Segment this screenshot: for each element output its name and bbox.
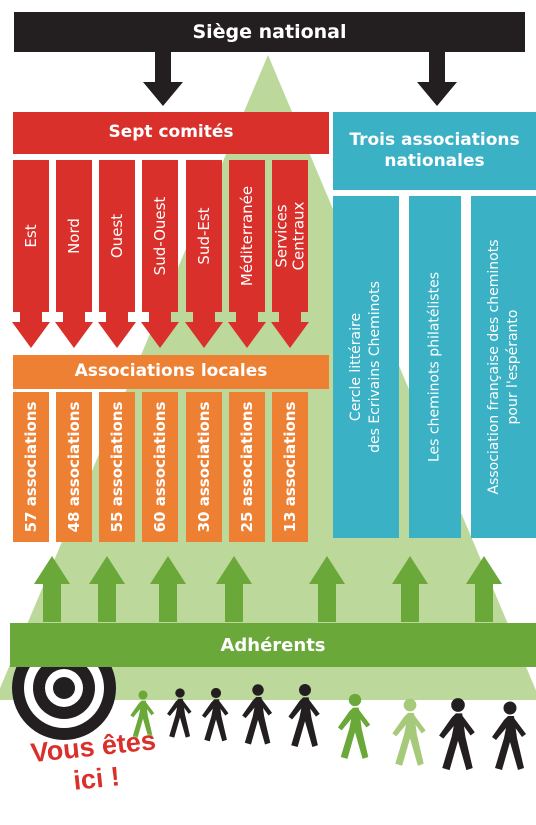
committee-arrows	[12, 310, 309, 348]
local-associations-title: Associations locales	[74, 361, 268, 382]
members-label: Adhérents	[220, 634, 326, 656]
up-arrow-icon	[466, 556, 502, 622]
headquarters-label: Siège national	[192, 21, 347, 43]
committees-header: Sept comités	[13, 112, 329, 154]
headquarters-arrows	[143, 52, 457, 106]
down-arrow-icon	[12, 310, 50, 348]
walking-person-icon	[439, 698, 475, 771]
local-association-column-label: 60 associations	[151, 401, 169, 533]
committee-column-label: Ouest	[107, 213, 126, 259]
committee-column: Méditerranée	[229, 160, 265, 312]
local-association-column-label: 30 associations	[195, 401, 213, 533]
walking-person-icon	[167, 688, 192, 738]
headquarters-bar: Siège national	[14, 12, 525, 52]
down-arrow-icon	[141, 310, 179, 348]
walking-person-icon	[130, 690, 155, 739]
down-arrow-icon	[417, 52, 457, 106]
walking-person-icon	[288, 684, 320, 748]
committee-column: Services Centraux	[272, 160, 308, 312]
local-association-column: 25 associations	[229, 392, 265, 542]
local-association-column-label: 55 associations	[108, 401, 126, 533]
down-arrow-icon	[185, 310, 223, 348]
walking-person-icon	[492, 701, 526, 770]
members-bar: Adhérents	[10, 623, 536, 667]
local-association-column: 55 associations	[99, 392, 135, 542]
local-association-column: 57 associations	[13, 392, 49, 542]
target-icon	[12, 636, 116, 740]
committee-column: Nord	[56, 160, 92, 312]
local-association-column-label: 13 associations	[281, 401, 299, 533]
local-association-column: 48 associations	[56, 392, 92, 542]
up-arrow-icon	[89, 556, 125, 622]
members-walking	[130, 684, 526, 771]
committee-column: Sud-Ouest	[142, 160, 178, 312]
committee-column: Ouest	[99, 160, 135, 312]
member-arrows	[34, 556, 502, 622]
up-arrow-icon	[150, 556, 186, 622]
committees-title: Sept comités	[108, 122, 234, 143]
committee-column: Est	[13, 160, 49, 312]
down-arrow-icon	[271, 310, 309, 348]
walking-person-icon	[242, 684, 273, 745]
national-associations-title: Trois associations nationales	[349, 129, 520, 171]
committee-column-label: Méditerranée	[237, 185, 256, 287]
committee-column-label: Nord	[64, 218, 83, 254]
local-associations-header: Associations locales	[13, 355, 329, 389]
down-arrow-icon	[98, 310, 136, 348]
local-association-column: 60 associations	[142, 392, 178, 542]
national-association-column: Les cheminots philatélistes	[409, 196, 461, 538]
national-association-column: Association française des cheminots pour…	[471, 196, 536, 538]
walking-person-icon	[392, 698, 426, 766]
national-association-column-label: Les cheminots philatélistes	[426, 272, 443, 462]
down-arrow-icon	[228, 310, 266, 348]
national-association-column-label: Association française des cheminots pour…	[485, 239, 521, 495]
local-association-column-label: 48 associations	[65, 401, 83, 533]
up-arrow-icon	[216, 556, 252, 622]
up-arrow-icon	[392, 556, 428, 622]
committee-column-label: Sud-Ouest	[150, 196, 169, 276]
down-arrow-icon	[143, 52, 183, 106]
national-associations-header: Trois associations nationales	[333, 112, 536, 190]
committee-column-label: Sud-Est	[194, 207, 213, 265]
down-arrow-icon	[55, 310, 93, 348]
committee-column-label: Est	[21, 224, 40, 248]
up-arrow-icon	[34, 556, 70, 622]
walking-person-icon	[337, 693, 371, 759]
local-association-column-label: 25 associations	[238, 401, 256, 533]
local-association-column: 13 associations	[272, 392, 308, 542]
national-association-column: Cercle littéraire des Ecrivains Cheminot…	[333, 196, 399, 538]
committee-column: Sud-Est	[186, 160, 222, 312]
national-association-column-label: Cercle littéraire des Ecrivains Cheminot…	[348, 281, 383, 453]
local-association-column: 30 associations	[186, 392, 222, 542]
walking-person-icon	[201, 687, 229, 742]
local-association-column-label: 57 associations	[22, 401, 40, 533]
committee-column-label: Services Centraux	[272, 201, 308, 271]
up-arrow-icon	[309, 556, 345, 622]
